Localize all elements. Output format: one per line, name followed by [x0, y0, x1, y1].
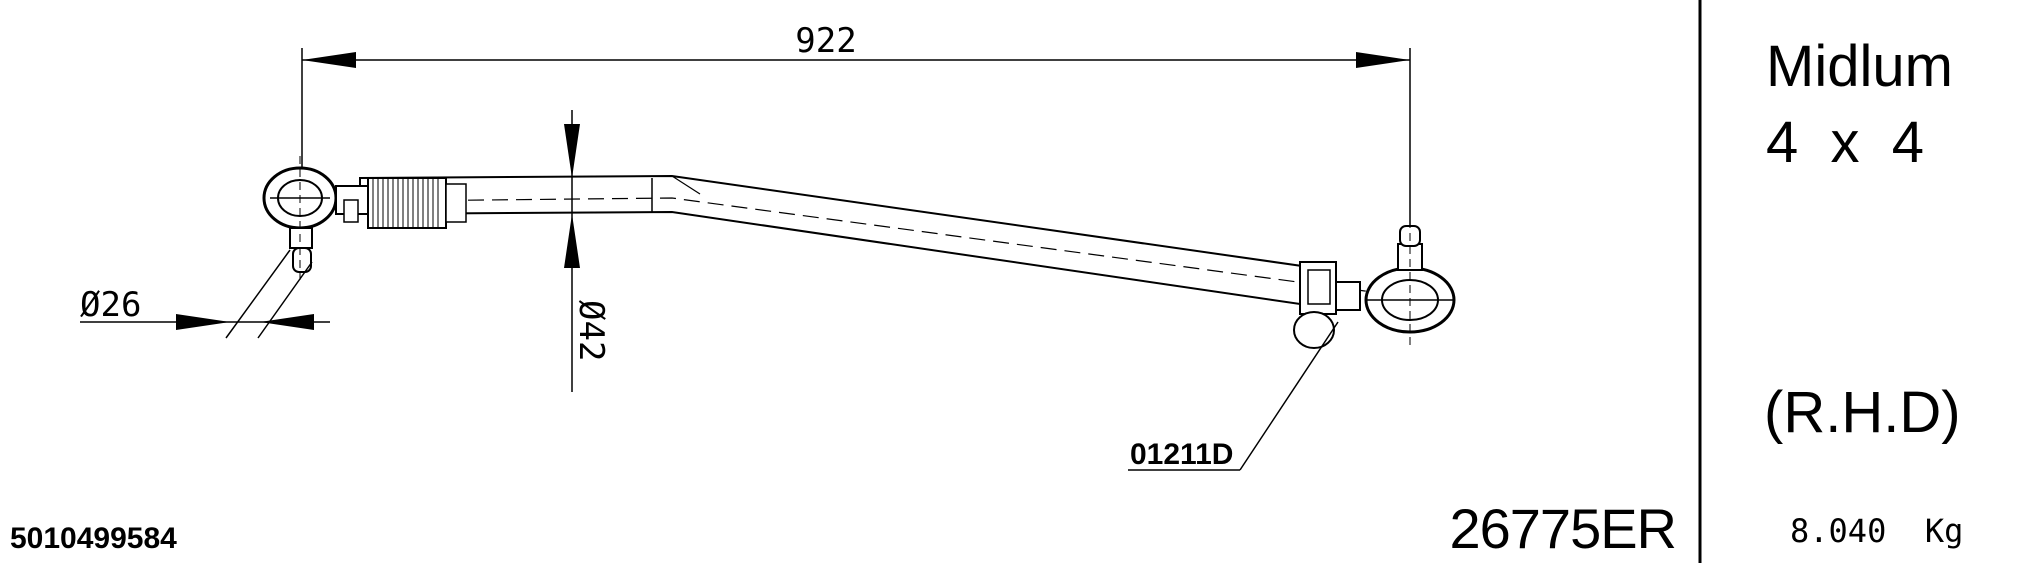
- part-number: 5010499584: [10, 522, 177, 555]
- vehicle-model: Midlum: [1766, 34, 1953, 99]
- length-dimension: 922: [301, 21, 1411, 238]
- tube-diameter-dimension: Ø42: [564, 110, 611, 392]
- ball-joint-callout-label: 01211D: [1130, 438, 1233, 471]
- part-weight: 8.040 Kg: [1790, 512, 1963, 550]
- right-ball-joint: [1293, 220, 1456, 350]
- reference-number: 26775ER: [1449, 497, 1676, 560]
- tube-diameter-label: Ø42: [571, 300, 611, 361]
- pin-diameter-label: Ø26: [80, 285, 141, 325]
- steering-side: (R.H.D): [1764, 380, 1961, 445]
- vehicle-drive: 4 x 4: [1766, 110, 1924, 175]
- length-dimension-label: 922: [795, 21, 856, 61]
- pin-diameter-dimension: Ø26: [80, 249, 330, 339]
- ball-joint-callout: 01211D: [1128, 321, 1339, 471]
- left-ball-joint: [262, 156, 369, 280]
- threaded-sleeve: [367, 177, 467, 229]
